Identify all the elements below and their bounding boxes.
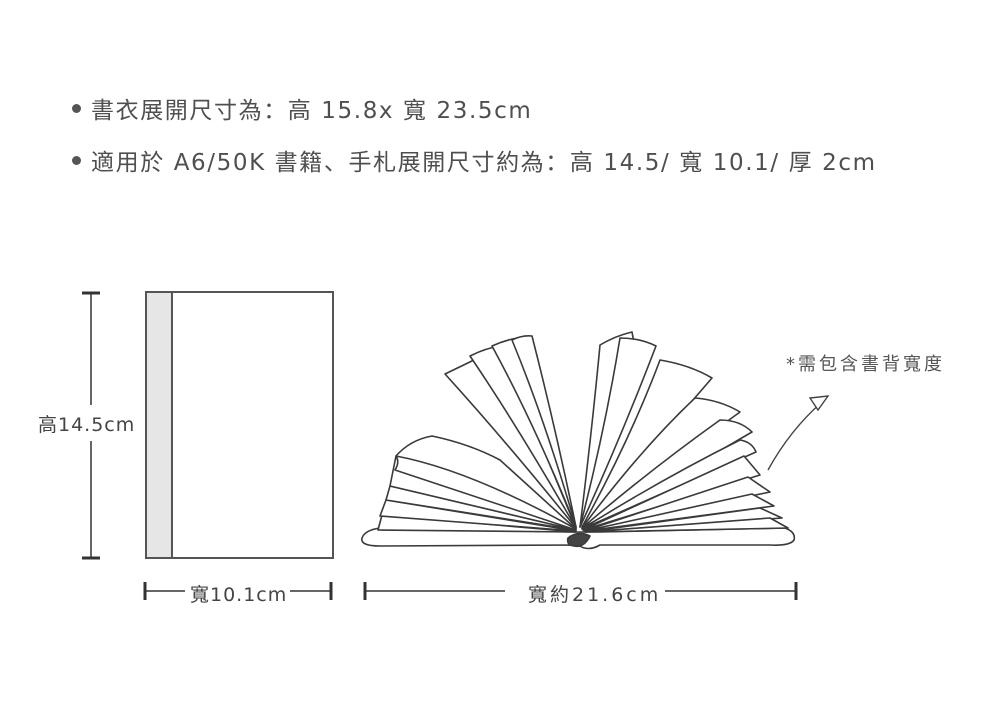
spec-item-cover-size: 書衣展開尺寸為：高 15.8x 寬 23.5cm — [72, 88, 877, 128]
closed-width-label: 寬10.1cm — [190, 584, 288, 606]
spec-text: 書衣展開尺寸為：高 15.8x 寬 23.5cm — [91, 98, 533, 124]
spec-list: 書衣展開尺寸為：高 15.8x 寬 23.5cm 適用於 A6/50K 書籍、手… — [72, 88, 877, 192]
height-dimension-line — [82, 291, 100, 560]
open-book-illustration — [361, 331, 796, 550]
bullet-dot — [72, 155, 81, 165]
closed-book-illustration — [145, 291, 334, 559]
open-width-dimension-line — [363, 582, 798, 600]
height-label: 高14.5cm — [38, 414, 136, 436]
spine-note: *需包含書背寬度 — [786, 354, 945, 375]
open-width-label: 寬約21.6cm — [528, 584, 662, 606]
closed-width-dimension-line — [143, 582, 333, 600]
bullet-dot — [72, 103, 81, 113]
spec-text: 適用於 A6/50K 書籍、手札展開尺寸約為：高 14.5/ 寬 10.1/ 厚… — [91, 150, 877, 176]
spec-item-book-size: 適用於 A6/50K 書籍、手札展開尺寸約為：高 14.5/ 寬 10.1/ 厚… — [72, 140, 877, 180]
arrow-icon — [767, 395, 830, 471]
